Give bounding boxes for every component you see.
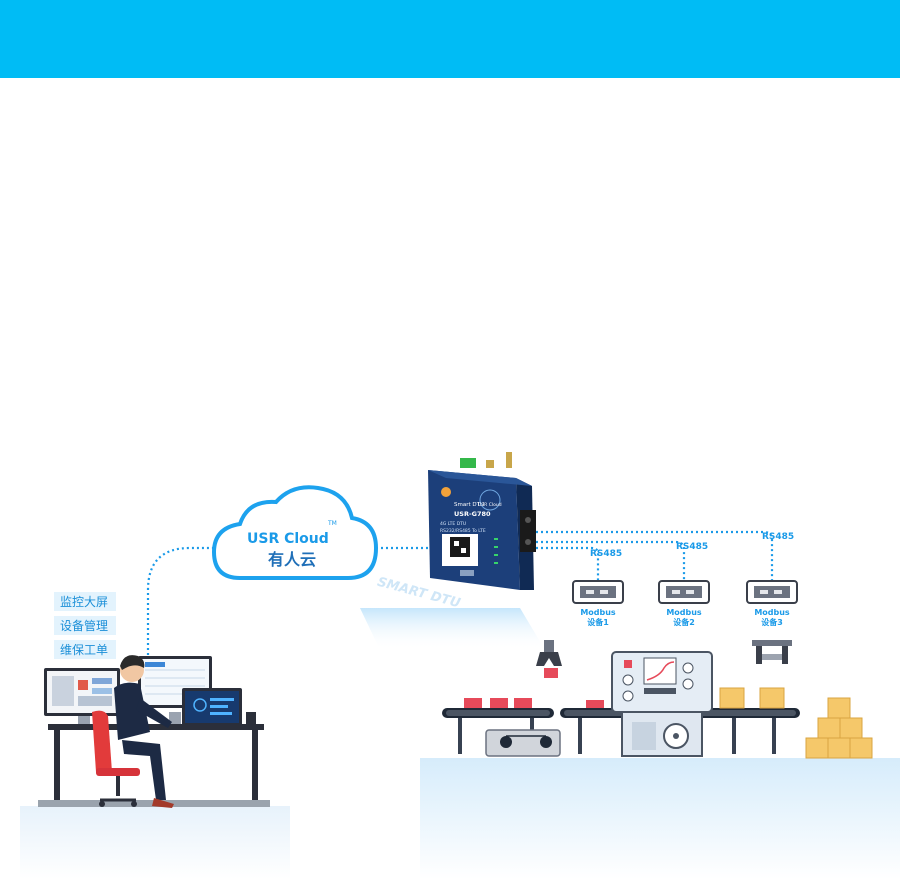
office-floor xyxy=(20,806,290,879)
bus-label-1: RS485 xyxy=(590,549,622,559)
modbus-device-2: Modbus 设备2 xyxy=(658,580,710,627)
tag-device-management: 设备管理 xyxy=(60,618,108,633)
box-stack xyxy=(805,697,873,759)
corner-logo-ring xyxy=(479,489,501,511)
cloud-brand: USR Cloud xyxy=(247,531,329,547)
dtu-desc-2: RS232/RS485 To LTE xyxy=(440,528,486,534)
dtu-corner-logo: USR Cloud xyxy=(478,502,502,508)
tag-box-2 xyxy=(54,640,116,659)
chair-back xyxy=(92,710,112,772)
dtu-brand: Smart DTU xyxy=(454,502,484,508)
tag-monitor-screen: 监控大屏 xyxy=(60,595,108,609)
dtu-desc-1: 4G LTE DTU xyxy=(440,521,466,527)
light-beam xyxy=(360,608,545,650)
dtu-model: USR-G780 xyxy=(454,510,491,518)
factory-floor xyxy=(420,758,900,879)
cargo-box xyxy=(719,687,745,709)
modbus-device-3: Modbus 设备3 xyxy=(746,580,798,627)
gripper-right xyxy=(752,640,792,646)
device-2-name: 设备2 xyxy=(673,617,695,627)
cloud-tm: TM xyxy=(327,520,337,527)
terminal-block xyxy=(460,458,476,468)
desk-top xyxy=(48,724,264,730)
bus-label-3: RS485 xyxy=(762,532,794,542)
cloud-subtitle: 有人云 xyxy=(268,550,316,569)
header-bar xyxy=(0,0,900,78)
modbus-device-1: Modbus 设备1 xyxy=(572,580,624,627)
device-3-name: 设备3 xyxy=(761,617,783,627)
production-line xyxy=(442,640,873,759)
mug xyxy=(246,712,256,724)
person-body xyxy=(114,682,150,740)
device-3-protocol: Modbus xyxy=(754,608,790,617)
link-bus-2 xyxy=(536,540,686,580)
feature-tags: 监控大屏 设备管理 维保工单 xyxy=(54,592,116,659)
device-1-protocol: Modbus xyxy=(580,608,616,617)
tag-box-1 xyxy=(54,616,116,635)
mount-bracket xyxy=(520,510,536,552)
link-office-cloud xyxy=(146,546,218,660)
device-2-protocol: Modbus xyxy=(666,608,702,617)
status-leds xyxy=(494,538,498,564)
usr-logo-icon xyxy=(441,487,451,497)
gripper-left xyxy=(544,640,554,652)
tag-maintenance-order: 维保工单 xyxy=(60,643,108,657)
qr-code-icon xyxy=(450,537,470,557)
usr-cloud: USR Cloud TM 有人云 xyxy=(211,485,379,580)
cloud-shape xyxy=(211,485,379,580)
link-bus-3 xyxy=(536,530,774,580)
product-box xyxy=(464,698,482,708)
office-scene xyxy=(38,655,270,808)
device-1-name: 设备1 xyxy=(587,617,609,627)
chair-seat xyxy=(96,768,140,776)
network-links xyxy=(146,530,774,660)
dtu-device: SMART DTU Smart DTU USR-G780 4G LTE DTU … xyxy=(360,452,545,650)
tag-box-0 xyxy=(54,592,116,611)
bus-label-2: RS485 xyxy=(676,542,708,552)
antenna-port xyxy=(506,452,512,468)
link-bus-1 xyxy=(536,546,600,580)
